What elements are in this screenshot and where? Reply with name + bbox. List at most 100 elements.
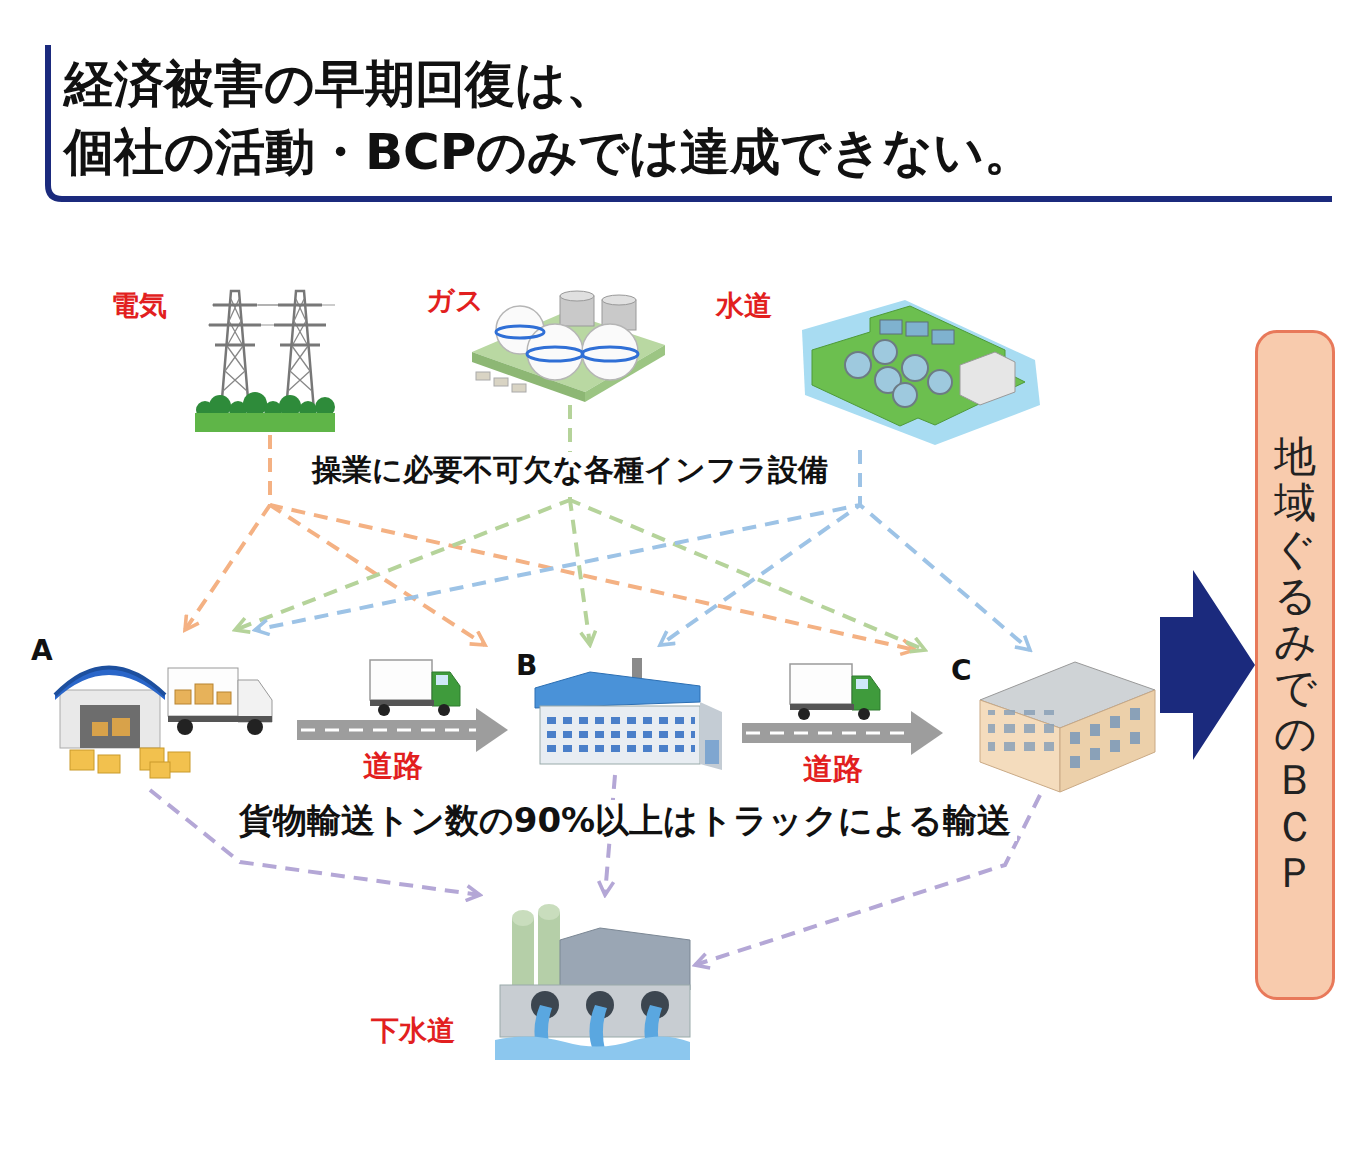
dashed-arrow xyxy=(235,405,570,630)
drawing-part xyxy=(527,347,583,361)
drawing-part xyxy=(496,326,544,338)
drawing-part xyxy=(112,718,130,736)
dashed-arrow xyxy=(570,405,590,645)
sewage-node: 下水道 xyxy=(365,895,695,1062)
drawing-part xyxy=(80,705,140,748)
dashed-arrow xyxy=(255,450,860,630)
building-icon xyxy=(980,662,1155,792)
drawing-part xyxy=(168,668,238,716)
dashed-arrow xyxy=(270,435,915,650)
road-centerline xyxy=(746,732,913,735)
drawing-part xyxy=(274,291,326,411)
drawing-part xyxy=(560,928,690,990)
node-label: 下水道 xyxy=(371,1014,455,1048)
drawing-part xyxy=(495,1036,690,1060)
drawing-part xyxy=(535,672,700,708)
drawing-part xyxy=(1130,732,1140,744)
drawing-part xyxy=(1060,690,1155,792)
caption-label: 貨物輸送トン数の90%以上はトラックによる輸送 xyxy=(233,800,1017,841)
drawing-part xyxy=(195,413,335,432)
drawing-part xyxy=(92,722,108,736)
drawing-part xyxy=(589,1005,607,1050)
drawing-part xyxy=(217,692,231,704)
gas-plant-icon xyxy=(472,291,665,402)
drawing-part xyxy=(988,710,1054,756)
truck-icon xyxy=(790,664,880,720)
connector xyxy=(255,450,860,630)
drawing-part xyxy=(175,690,191,704)
drawing-part xyxy=(512,910,534,926)
node-label: C xyxy=(951,654,972,688)
connector xyxy=(1160,570,1255,760)
connector xyxy=(185,435,270,630)
drawing-part xyxy=(560,291,594,301)
drawing-part xyxy=(602,295,636,305)
drawing-part xyxy=(1130,708,1140,720)
drawing-part xyxy=(873,340,897,364)
drawing-part xyxy=(168,752,190,772)
road-band xyxy=(742,723,913,743)
connector xyxy=(270,435,915,650)
drawing-part xyxy=(476,372,526,392)
node-label: ガス xyxy=(426,284,484,318)
drawing-part xyxy=(496,306,638,380)
drawing-part xyxy=(538,904,560,920)
drawing-part xyxy=(238,680,272,722)
drawing-part xyxy=(928,370,952,394)
drawing-part xyxy=(538,912,560,988)
utility-node: 水道 xyxy=(710,285,1045,450)
road-arrowhead xyxy=(911,711,943,755)
road-arrowhead xyxy=(476,708,508,752)
drawing-part xyxy=(812,306,1025,426)
drawing-part xyxy=(70,748,190,778)
drawing-part xyxy=(1070,708,1140,768)
drawing-part xyxy=(545,712,695,754)
drawing-part xyxy=(527,324,583,380)
node-label: 電気 xyxy=(111,289,167,323)
connector xyxy=(570,405,590,645)
drawing-part xyxy=(150,762,170,778)
box-text: 地域ぐるみでのＢＣＰ xyxy=(1274,434,1316,896)
site-node: A xyxy=(25,630,285,790)
node-label: B xyxy=(516,649,537,683)
drawing-part xyxy=(175,684,231,704)
drawing-part xyxy=(496,326,638,361)
drawing-part xyxy=(476,372,490,380)
drawing-part xyxy=(893,383,917,407)
drawing-part xyxy=(845,352,871,378)
connector xyxy=(235,405,570,630)
drawing-part xyxy=(177,719,193,735)
drawing-part xyxy=(512,918,534,988)
drawing-part xyxy=(55,668,165,696)
title-rule xyxy=(48,45,1332,199)
dashed-arrow xyxy=(185,435,270,630)
truck-icon xyxy=(370,660,460,716)
power-pylon-icon xyxy=(195,291,335,432)
drawing-part xyxy=(512,384,526,392)
water-plant-icon xyxy=(802,300,1040,445)
drawing-part xyxy=(880,320,954,344)
drawing-part xyxy=(700,702,722,770)
drawing-part xyxy=(247,719,263,735)
utility-node: 電気 xyxy=(105,285,340,435)
dashed-arrow xyxy=(860,450,1030,650)
drawing-part xyxy=(195,684,213,704)
drawing-part xyxy=(1090,724,1100,736)
caption-label: 操業に必要不可欠な各種インフラ設備 xyxy=(306,452,834,488)
drawing-part xyxy=(932,330,954,344)
site-node: B xyxy=(510,645,730,775)
drawing-part xyxy=(1110,740,1120,752)
drawing-part xyxy=(98,755,120,773)
drawing-part xyxy=(1070,732,1080,744)
edge-label: 道路 xyxy=(359,749,427,782)
drawing-part xyxy=(243,392,267,416)
drawing-part xyxy=(494,378,508,386)
site-node: C xyxy=(945,650,1160,795)
drawing-part xyxy=(980,700,1060,792)
bcp-box: 地域ぐるみでのＢＣＰ xyxy=(1255,330,1335,1000)
drawing-part xyxy=(55,668,165,701)
sewage-plant-icon xyxy=(495,904,690,1060)
drawing-part xyxy=(906,322,928,336)
drawing-part xyxy=(902,355,928,381)
